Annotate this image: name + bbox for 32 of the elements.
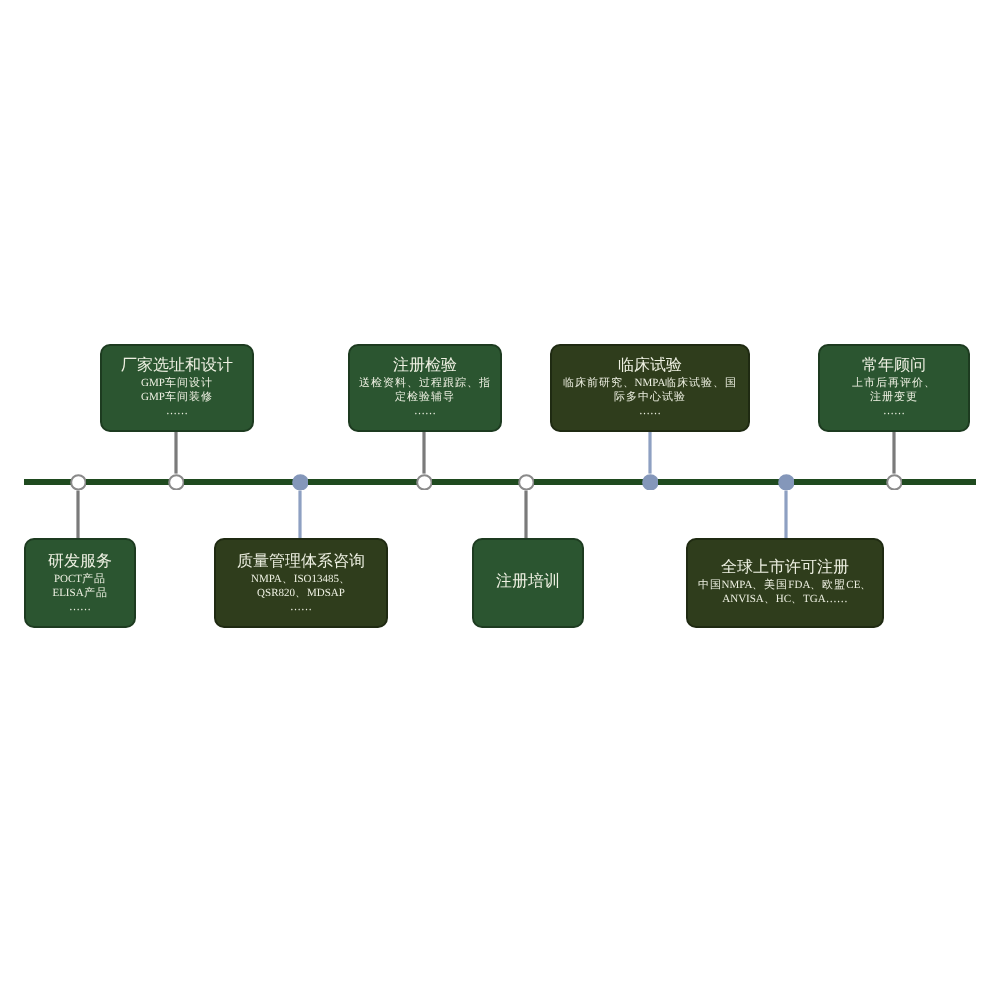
- milestone-box: [818, 344, 970, 432]
- connector-line: [784, 490, 788, 538]
- milestone-box: [550, 344, 750, 432]
- connector-line: [892, 432, 896, 474]
- milestone-box: [24, 538, 136, 628]
- connector-line: [174, 432, 178, 474]
- milestone-title: 厂家选址和设计: [121, 356, 233, 376]
- milestone-title: 注册培训: [496, 572, 560, 592]
- timeline-dot: [641, 473, 659, 491]
- milestone-title: 研发服务: [48, 551, 112, 571]
- milestone-box: [214, 538, 388, 628]
- milestone-box: [686, 538, 884, 628]
- timeline-dot: [885, 473, 903, 491]
- milestone-box: [348, 344, 502, 432]
- milestone-box: [472, 538, 584, 628]
- timeline-dot: [517, 473, 535, 491]
- milestone-title: 质量管理体系咨询: [237, 551, 365, 571]
- timeline-dot: [69, 473, 87, 491]
- timeline-dot: [415, 473, 433, 491]
- milestone-box: [100, 344, 254, 432]
- timeline-dot: [777, 473, 795, 491]
- milestone-title: 全球上市许可注册: [721, 558, 849, 578]
- connector-line: [422, 432, 426, 474]
- timeline-dot: [167, 473, 185, 491]
- timeline-dot: [291, 473, 309, 491]
- connector-line: [648, 432, 652, 474]
- milestone-title: 注册检验: [393, 356, 457, 376]
- connector-line: [524, 490, 528, 538]
- connector-line: [298, 490, 302, 538]
- connector-line: [76, 490, 80, 538]
- milestone-title: 常年顾问: [862, 356, 926, 376]
- milestone-title: 临床试验: [618, 356, 682, 376]
